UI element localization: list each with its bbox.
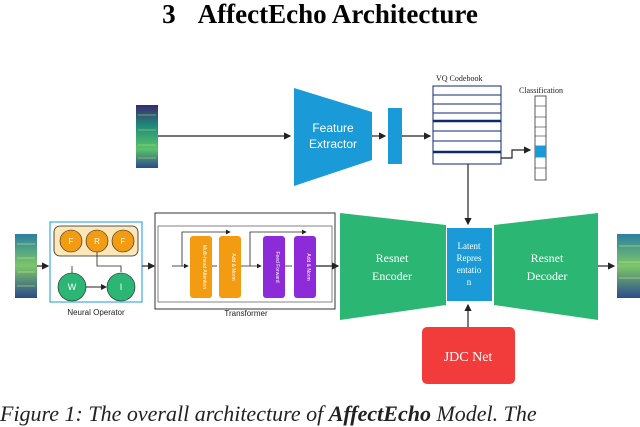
jdc-net-block	[422, 327, 515, 384]
add-norm-block-1	[219, 236, 241, 298]
resnet-decoder-block	[494, 213, 598, 320]
latent-representation-block	[447, 228, 492, 301]
neural-operator-node-r: R	[94, 237, 100, 246]
neural-operator-label: Neural Operator	[67, 308, 125, 317]
resnet-encoder-block	[340, 213, 446, 320]
caption-suffix: Model. The	[430, 401, 537, 426]
resnet-decoder-label: Resnet	[531, 251, 564, 265]
feature-extractor-label-2: Extractor	[309, 137, 357, 151]
neural-operator-node-w: W	[68, 282, 77, 292]
section-heading: AffectEcho Architecture	[197, 0, 478, 29]
latent-label-4: n	[467, 277, 472, 287]
feed-forward-label: Feed Forward	[274, 251, 280, 282]
resnet-decoder-label-2: Decoder	[527, 269, 568, 283]
architecture-diagram: Feature Extractor VQ Codebook Classifica…	[15, 74, 640, 384]
jdc-net-label: JDC Net	[444, 350, 493, 365]
output-spectrogram	[617, 234, 640, 298]
resnet-encoder-label: Resnet	[376, 251, 409, 265]
classification-vector	[534, 95, 547, 181]
latent-label-1: Latent	[458, 241, 481, 251]
neural-operator-node-f2: F	[121, 237, 126, 246]
multihead-attention-block	[190, 236, 212, 298]
vq-codebook-label: VQ Codebook	[436, 74, 482, 83]
latent-label-2: Repres	[457, 253, 482, 263]
add-norm-label-2: Add & Norm	[305, 253, 311, 280]
feature-vector	[388, 108, 402, 164]
figure-caption: Figure 1: The overall architecture of Af…	[0, 401, 640, 427]
multihead-attention-label: Multi-head Attention	[201, 245, 207, 289]
section-title: 3 AffectEcho Architecture	[0, 0, 640, 30]
section-number: 3	[162, 0, 176, 29]
classification-label: Classification	[519, 86, 563, 95]
add-norm-label-1: Add & Norm	[230, 253, 236, 280]
add-norm-block-2	[294, 236, 316, 298]
resnet-encoder-label-2: Encoder	[372, 269, 412, 283]
feed-forward-block	[263, 236, 285, 298]
feature-extractor-block	[294, 88, 372, 186]
input-spectrogram-top	[136, 105, 158, 168]
latent-label-3: entatio	[457, 265, 482, 275]
feature-extractor-label: Feature	[312, 121, 354, 135]
neural-operator-node-i: I	[120, 282, 123, 292]
input-spectrogram-bottom	[15, 234, 37, 298]
transformer-label: Transformer	[224, 309, 268, 318]
neural-operator-node-f1: F	[69, 237, 74, 246]
caption-prefix: Figure 1: The overall architecture of	[0, 401, 329, 426]
caption-model-name: AffectEcho	[328, 401, 431, 426]
